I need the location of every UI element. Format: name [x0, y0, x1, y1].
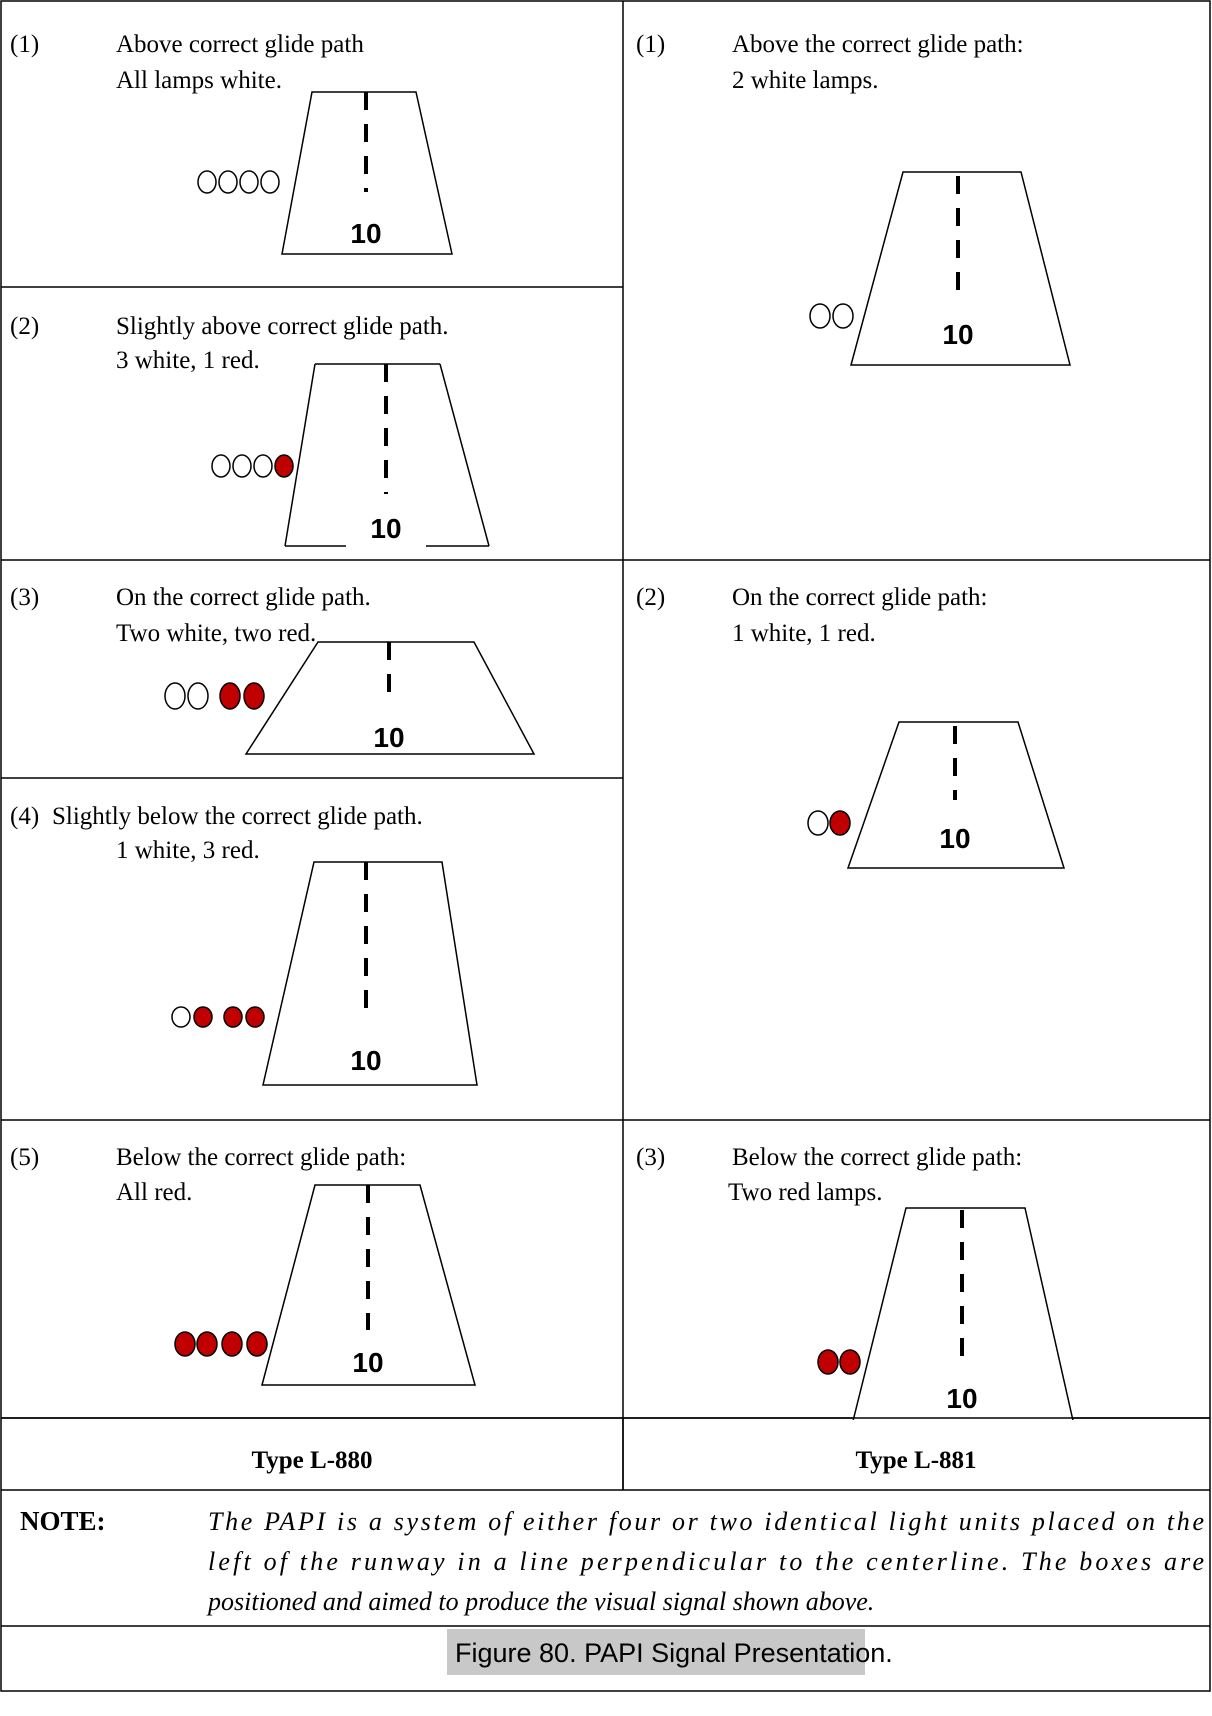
papi-lamp [246, 1331, 268, 1357]
papi-lamp [174, 1331, 196, 1357]
papi-lamp [832, 303, 854, 329]
panel-caption: Above correct glide path [116, 31, 364, 58]
panel-caption-detail: 2 white lamps. [732, 67, 879, 94]
type-label-l881: Type L-881 [855, 1447, 976, 1474]
papi-lamp [223, 1006, 243, 1028]
l880-panel-5: (5) Below the correct glide path: All re… [10, 1144, 476, 1386]
l881-panel-1: (1) Above the correct glide path: 2 whit… [636, 31, 1071, 366]
papi-lamp [187, 682, 209, 710]
l881-panel-3: (3) Below the correct glide path: Two re… [636, 1144, 1075, 1426]
l880-panel-1: (1) Above correct glide path All lamps w… [10, 31, 453, 255]
papi-lamp [221, 1331, 243, 1357]
papi-lamp [260, 170, 280, 194]
runway-number: 10 [352, 1347, 383, 1378]
runway-number: 10 [939, 823, 970, 854]
panel-number: (1) [10, 31, 39, 58]
papi-lamps [171, 1006, 265, 1028]
papi-lamp [807, 810, 829, 836]
papi-lamps [197, 170, 280, 194]
papi-lamps [807, 810, 851, 836]
panel-caption-detail: 1 white, 1 red. [732, 620, 876, 647]
papi-lamp [218, 170, 238, 194]
panel-caption: Slightly below the correct glide path. [52, 803, 423, 830]
l880-panel-2: (2) Slightly above correct glide path. 3… [10, 313, 490, 547]
note-line: left of the runway in a line perpendicul… [208, 1547, 1204, 1576]
panel-caption: On the correct glide path: [732, 584, 987, 611]
panel-caption-detail: 1 white, 3 red. [116, 837, 260, 864]
panel-caption: Above the correct glide path: [732, 31, 1024, 58]
runway-outline [244, 641, 536, 755]
runway-outline [850, 171, 1071, 366]
papi-lamps [211, 454, 294, 478]
panel-caption-detail: All lamps white. [116, 67, 282, 94]
papi-lamp [274, 454, 294, 478]
papi-lamp [253, 454, 273, 478]
papi-lamp [171, 1006, 191, 1028]
papi-lamps [809, 303, 854, 329]
figure-title: Figure 80. PAPI Signal Presentation. [455, 1638, 893, 1668]
panel-number: (2) [10, 313, 39, 340]
runway-outline [284, 363, 490, 547]
runway-number: 10 [370, 513, 401, 544]
papi-lamp [196, 1331, 218, 1357]
papi-lamp [809, 303, 831, 329]
papi-lamp [219, 682, 241, 710]
papi-lamp [817, 1349, 839, 1375]
runway-number: 10 [942, 319, 973, 350]
note-label: NOTE: [20, 1506, 106, 1536]
panel-number: (5) [10, 1144, 39, 1171]
note-line: positioned and aimed to produce the visu… [206, 1587, 874, 1616]
l881-panel-2: (2) On the correct glide path: 1 white, … [636, 584, 1066, 869]
papi-lamps [817, 1349, 861, 1375]
panel-caption: On the correct glide path. [116, 584, 371, 611]
panel-caption-detail: All red. [116, 1179, 192, 1206]
runway-outline [262, 861, 478, 1086]
note-block: NOTE: The PAPI is a system of either fou… [20, 1506, 1204, 1616]
panel-caption: Slightly above correct glide path. [116, 313, 449, 340]
title-highlight [447, 1629, 865, 1675]
papi-lamp [829, 810, 851, 836]
note-line: The PAPI is a system of either four or t… [208, 1507, 1204, 1536]
panel-number: (1) [636, 31, 665, 58]
l880-panel-3: (3) On the correct glide path. Two white… [10, 584, 536, 755]
papi-lamp [164, 682, 186, 710]
papi-lamp [239, 170, 259, 194]
papi-lamps [164, 682, 265, 710]
papi-lamp [839, 1349, 861, 1375]
panel-number: (4) [10, 803, 39, 830]
papi-lamps [174, 1331, 268, 1357]
papi-lamp [193, 1006, 213, 1028]
papi-lamp [232, 454, 252, 478]
panel-caption-detail: 3 white, 1 red. [116, 347, 260, 374]
panel-caption-detail: Two white, two red. [116, 620, 316, 647]
l880-panel-4: (4) Slightly below the correct glide pat… [10, 803, 478, 1086]
papi-lamp [243, 682, 265, 710]
papi-lamp [245, 1006, 265, 1028]
panel-caption: Below the correct glide path: [732, 1144, 1022, 1171]
panel-number: (3) [636, 1144, 665, 1171]
panel-number: (2) [636, 584, 665, 611]
panel-caption: Below the correct glide path: [116, 1144, 406, 1171]
runway-number: 10 [350, 218, 381, 249]
runway-number: 10 [350, 1045, 381, 1076]
panel-number: (3) [10, 584, 39, 611]
type-label-l880: Type L-880 [251, 1447, 372, 1474]
runway-number: 10 [373, 722, 404, 753]
papi-lamp [197, 170, 217, 194]
runway-number: 10 [946, 1383, 977, 1414]
panel-caption-detail: Two red lamps. [728, 1179, 882, 1206]
papi-lamp [211, 454, 231, 478]
